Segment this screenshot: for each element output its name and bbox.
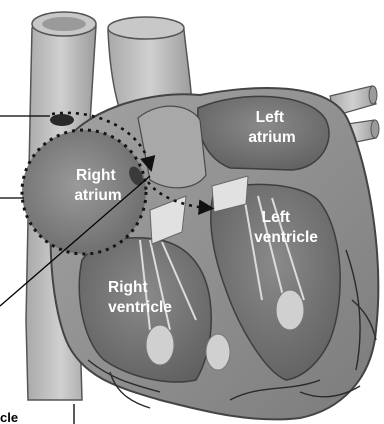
vena-cava-opening (50, 114, 74, 126)
bottom-caption-fragment: cle (0, 410, 18, 424)
